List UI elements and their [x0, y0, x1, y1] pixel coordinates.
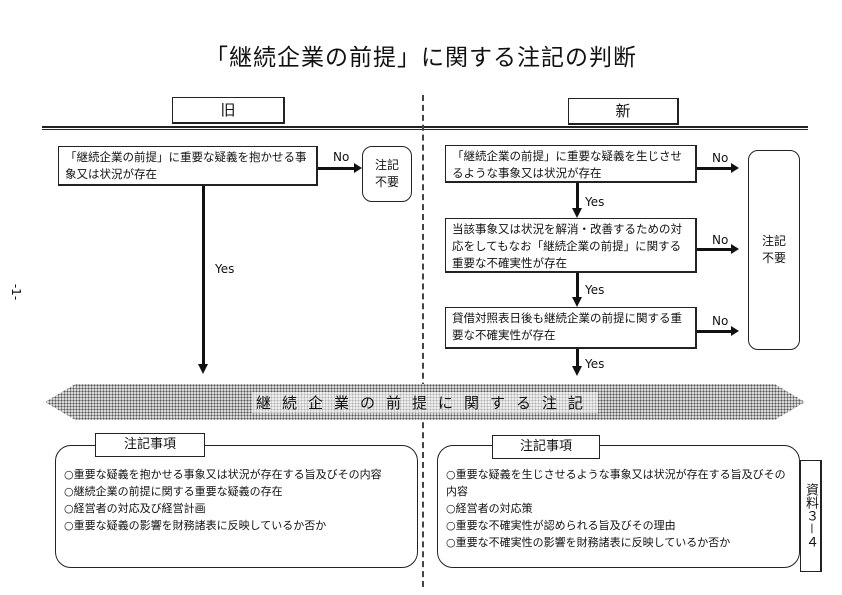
old-yes-arrow: [202, 186, 205, 366]
arrow-head-icon: [731, 163, 739, 173]
new-no-label-1: No: [712, 151, 729, 165]
new-no-arrow-2: [697, 248, 733, 251]
old-header: 旧: [172, 97, 285, 124]
new-no-note: 注記不要: [761, 234, 786, 265]
arrow-head-icon: [198, 364, 208, 374]
header-divider: [42, 126, 808, 130]
new-yes-label-3: Yes: [585, 357, 605, 371]
old-note-item: ○重要な疑義の影響を財務諸表に反映しているか否か: [64, 519, 327, 532]
new-notes-header: 注記事項: [492, 435, 600, 459]
arrow-head-icon: [354, 163, 362, 173]
page-title: 「継続企業の前提」に関する注記の判断: [205, 45, 637, 71]
new-yes-label-2: Yes: [585, 283, 605, 297]
old-no-note-box: 注記不要: [362, 146, 412, 202]
new-note-item: ○重要な不確実性の影響を財務諸表に反映しているか否か: [446, 536, 731, 549]
old-note-item: ○経営者の対応及び経営計画: [64, 502, 206, 515]
old-note-item: ○重要な疑義を抱かせる事象又は状況が存在する旨及びその内容: [64, 468, 382, 481]
old-yes-label: Yes: [215, 262, 235, 276]
disclosure-banner: 継続企業の前提に関する注記: [45, 384, 805, 420]
center-divider: [422, 95, 424, 587]
arrow-head-icon: [572, 208, 582, 218]
arrow-head-icon: [731, 244, 739, 254]
new-yes-arrow-2: [576, 273, 579, 298]
new-header: 新: [568, 98, 679, 125]
new-note-item: ○重要な疑義を生じさせるような事象又は状況が存在する旨及びその内容: [446, 468, 786, 498]
new-yes-label-1: Yes: [585, 195, 605, 209]
new-question-1: 「継続企業の前提」に重要な疑義を生じさせるような事象又は状況が存在: [445, 145, 697, 183]
old-note-item: ○継続企業の前提に関する重要な疑義の存在: [64, 485, 283, 498]
new-no-label-2: No: [712, 233, 729, 247]
new-no-note-box: 注記不要: [748, 150, 800, 350]
old-no-label: No: [333, 150, 350, 164]
new-no-arrow-3: [697, 330, 733, 333]
new-yes-arrow-3: [576, 349, 579, 367]
new-note-item: ○経営者の対応策: [446, 502, 533, 515]
new-no-label-3: No: [712, 314, 729, 328]
banner-text: 継続企業の前提に関する注記: [251, 391, 598, 413]
old-question-box: 「継続企業の前提」に重要な疑義を抱かせる事象又は状況が存在: [58, 146, 318, 186]
new-notes-box: ○重要な疑義を生じさせるような事象又は状況が存在する旨及びその内容 ○経営者の対…: [437, 445, 800, 568]
new-question-3: 貸借対照表日後も継続企業の前提に関する重要な不確実性が存在: [445, 307, 697, 349]
new-question-2: 当該事象又は状況を解消・改善するための対応をしてもなお「継続企業の前提」に関する…: [445, 218, 697, 273]
old-notes-header: 注記事項: [95, 433, 205, 457]
arrow-head-icon: [572, 297, 582, 307]
new-no-arrow-1: [697, 167, 733, 170]
arrow-head-icon: [731, 326, 739, 336]
arrow-head-icon: [572, 366, 582, 376]
old-no-arrow: [318, 167, 356, 170]
side-label: 資料３－４: [800, 460, 822, 572]
page-number: -1-: [9, 283, 24, 301]
old-no-note: 注記不要: [374, 158, 399, 189]
new-yes-arrow-1: [576, 183, 579, 209]
old-notes-box: ○重要な疑義を抱かせる事象又は状況が存在する旨及びその内容 ○継続企業の前提に関…: [55, 445, 418, 568]
new-note-item: ○重要な不確実性が認められる旨及びその理由: [446, 519, 676, 532]
